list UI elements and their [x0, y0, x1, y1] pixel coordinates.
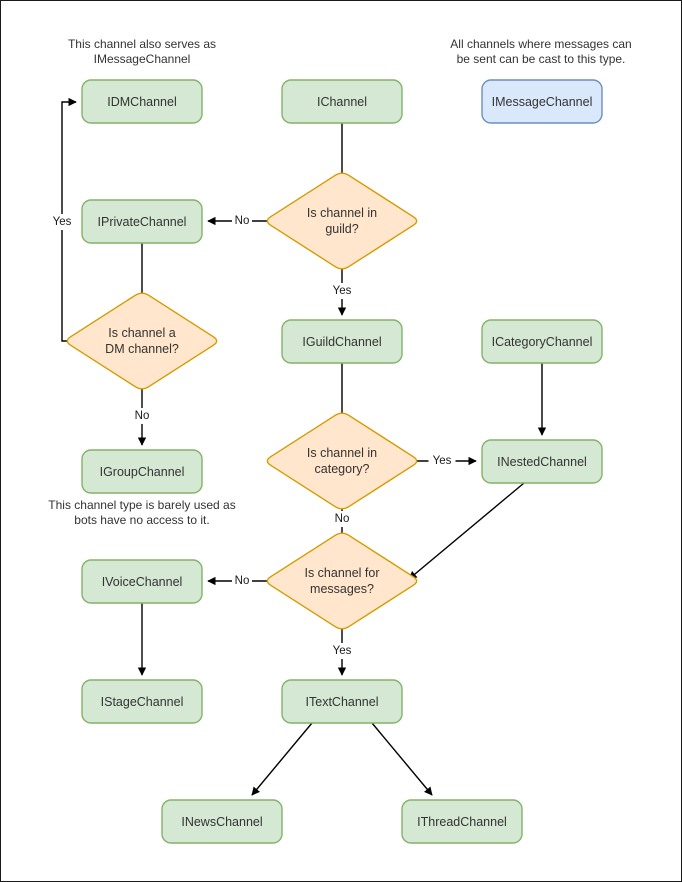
edge-line [251, 722, 313, 796]
edge-label: Yes [333, 285, 352, 297]
edge-e-qcategory-nested: Yes [402, 453, 477, 469]
node-shape-diamond[interactable] [266, 172, 418, 270]
edge-e-text-thread [371, 722, 433, 796]
node-label: IThreadChannel [417, 815, 507, 829]
node-shape-box[interactable] [281, 79, 403, 124]
edge-label: No [135, 410, 150, 422]
node-shape-box[interactable] [281, 679, 403, 724]
node-shape-box[interactable] [81, 79, 203, 124]
node-shape-diamond[interactable] [266, 412, 418, 510]
node-ithreadchannel[interactable]: IThreadChannel [401, 799, 523, 844]
node-label: INestedChannel [497, 455, 587, 469]
node-label: IChannel [317, 95, 367, 109]
edge-label-backdrop [132, 408, 152, 424]
node-shape-box[interactable] [481, 79, 603, 124]
node-shape-box[interactable] [481, 319, 603, 364]
edge-line [371, 722, 433, 796]
node-inestedchannel[interactable]: INestedChannel [481, 439, 603, 484]
node-label: IVoiceChannel [102, 575, 183, 589]
node-igroupchannel[interactable]: IGroupChannel [81, 449, 203, 494]
node-iguildchannel[interactable]: IGuildChannel [281, 319, 403, 364]
node-label: IGuildChannel [302, 335, 381, 349]
node-ichannel[interactable]: IChannel [281, 79, 403, 124]
edge-label-backdrop [232, 573, 252, 589]
node-shape-box[interactable] [481, 439, 603, 484]
edge-label: Yes [333, 645, 352, 657]
node-shape-diamond[interactable] [266, 532, 418, 630]
node-label: IDMChannel [107, 95, 176, 109]
node-label: IStageChannel [101, 695, 184, 709]
edge-label: No [335, 513, 350, 525]
node-label: IPrivateChannel [98, 215, 187, 229]
edge-label: Yes [433, 455, 452, 467]
node-label: IGroupChannel [100, 465, 185, 479]
edge-label-backdrop [48, 214, 76, 230]
node-idmchannel[interactable]: IDMChannel [81, 79, 203, 124]
node-inewschannel[interactable]: INewsChannel [161, 799, 283, 844]
node-shape-box[interactable] [281, 319, 403, 364]
edge-label-backdrop [232, 213, 252, 229]
node-imessagechannel[interactable]: IMessageChannel [481, 79, 603, 124]
node-shape-box[interactable] [401, 799, 523, 844]
node-shape-box[interactable] [81, 449, 203, 494]
edge-e-text-news [251, 722, 313, 796]
edge-label: Yes [53, 216, 72, 228]
node-shape-box[interactable] [161, 799, 283, 844]
node-ivoicechannel[interactable]: IVoiceChannel [81, 559, 203, 604]
edge-label-backdrop [332, 511, 352, 527]
node-shape-box[interactable] [81, 199, 203, 244]
node-label: ITextChannel [306, 695, 379, 709]
node-label: INewsChannel [181, 815, 262, 829]
edge-e-nested-qmessages [408, 482, 525, 580]
node-istagechannel[interactable]: IStageChannel [81, 679, 203, 724]
node-shape-diamond[interactable] [66, 292, 218, 390]
edge-label-backdrop [428, 453, 456, 469]
node-iprivatechannel[interactable]: IPrivateChannel [81, 199, 203, 244]
nodes-layer: IDMChannel IChannel IMessageChannelIPrivat… [66, 79, 603, 844]
node-icategorychannel[interactable]: ICategoryChannel [481, 319, 603, 364]
node-shape-box[interactable] [81, 559, 203, 604]
edge-label: No [235, 575, 250, 587]
node-label: IMessageChannel [492, 95, 593, 109]
edge-line [408, 482, 525, 580]
node-itextchannel[interactable]: ITextChannel [281, 679, 403, 724]
edge-label-backdrop [328, 643, 356, 659]
node-label: ICategoryChannel [492, 335, 593, 349]
edge-e-qdm-dm: Yes [48, 97, 82, 342]
edge-label: No [235, 215, 250, 227]
node-shape-box[interactable] [81, 679, 203, 724]
edge-e-qdm-group: No [132, 376, 152, 446]
edge-label-backdrop [328, 283, 356, 299]
